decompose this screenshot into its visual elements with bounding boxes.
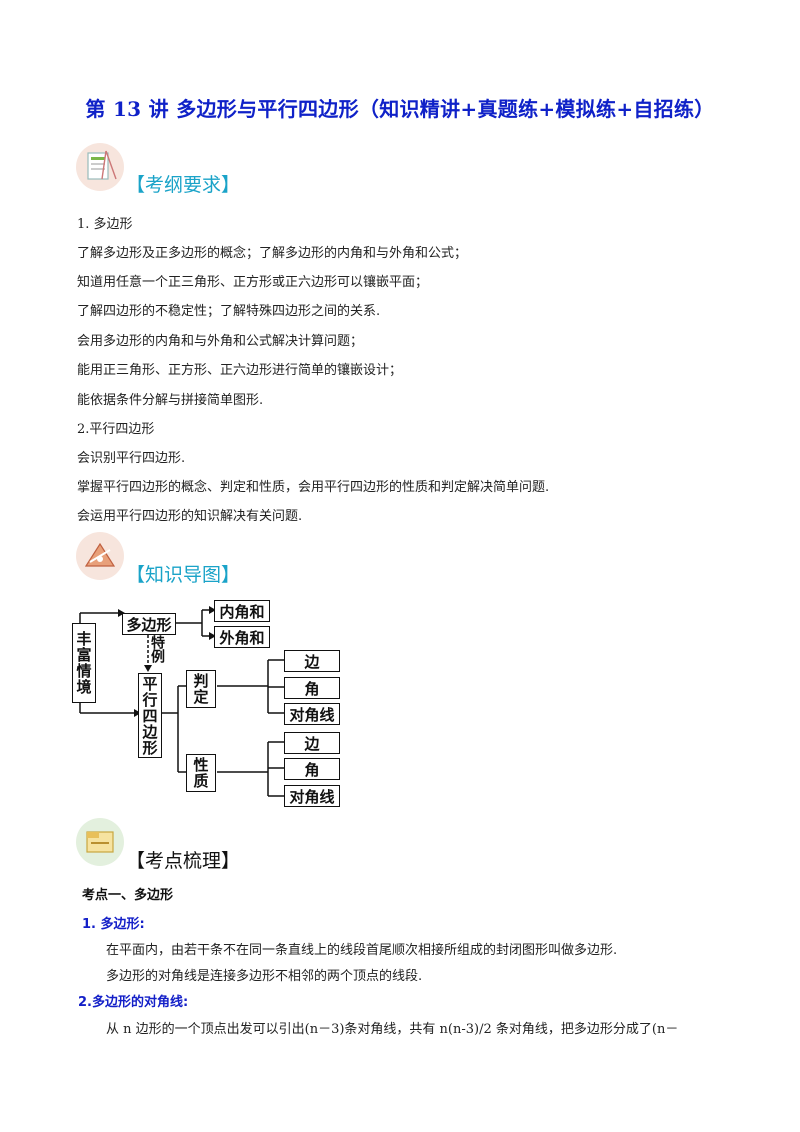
syllabus-line: 会识别平行四边形. [77, 451, 186, 466]
polygon-diagonals-text: 从 n 边形的一个顶点出发可以引出(n－3)条对角线，共有 n(n-3)/2 条… [106, 1022, 679, 1037]
mindmap-property: 性质 [186, 754, 216, 792]
mindmap-property-angle: 角 [284, 758, 340, 780]
polygon-diagonals-heading: 2.多边形的对角线: [78, 995, 189, 1010]
section-heading-knowledge-map: 【知识导图】 [126, 564, 241, 586]
syllabus-line: 1. 多边形 [77, 217, 133, 232]
mindmap-root: 丰富情境 [72, 623, 96, 703]
mindmap-polygon: 多边形 [122, 613, 176, 635]
polygon-definition-heading: 1. 多边形: [82, 917, 145, 932]
mindmap-property-diagonal: 对角线 [284, 785, 340, 807]
page-title: 第 13 讲 多边形与平行四边形（知识精讲+真题练+模拟练+自招练） [85, 97, 715, 121]
syllabus-line: 知道用任意一个正三角形、正方形或正六边形可以镶嵌平面； [77, 275, 429, 290]
mindmap-special-case-label: 特例 [149, 635, 165, 663]
syllabus-line: 2.平行四边形 [77, 422, 155, 437]
exam-point-1-heading: 考点一、多边形 [82, 888, 174, 903]
syllabus-line: 会运用平行四边形的知识解决有关问题. [77, 509, 303, 524]
mindmap-judge-angle: 角 [284, 677, 340, 699]
syllabus-line: 了解多边形及正多边形的概念；了解多边形的内角和与外角和公式； [77, 246, 468, 261]
mindmap-property-edge: 边 [284, 732, 340, 754]
syllabus-line: 能用正三角形、正方形、正六边形进行简单的镶嵌设计； [77, 363, 403, 378]
mindmap-judge-edge: 边 [284, 650, 340, 672]
mindmap-judgement: 判定 [186, 670, 216, 708]
mindmap-judge-diagonal: 对角线 [284, 703, 340, 725]
mindmap-connectors [79, 606, 284, 797]
exam-points-icon [76, 818, 124, 866]
section-heading-exam-points: 【考点梳理】 [126, 850, 241, 872]
mindmap-exterior-angle-sum: 外角和 [214, 626, 270, 648]
section-heading-syllabus: 【考纲要求】 [126, 174, 241, 196]
mindmap-parallelogram: 平行四边形 [138, 673, 162, 758]
syllabus-line: 能依据条件分解与拼接简单图形. [77, 393, 264, 408]
syllabus-line: 了解四边形的不稳定性；了解特殊四边形之间的关系. [77, 304, 381, 319]
knowledge-mindmap: 丰富情境 多边形 内角和 外角和 特例 平行四边形 判定 性质 边 角 对角线 … [72, 598, 352, 813]
syllabus-icon [76, 143, 124, 191]
polygon-diagonal-definition-text: 多边形的对角线是连接多边形不相邻的两个顶点的线段. [106, 969, 423, 984]
polygon-definition-text: 在平面内，由若干条不在同一条直线上的线段首尾顺次相接所组成的封闭图形叫做多边形. [106, 943, 618, 958]
syllabus-line: 会用多边形的内角和与外角和公式解决计算问题； [77, 334, 364, 349]
knowledge-map-icon [76, 532, 124, 580]
syllabus-line: 掌握平行四边形的概念、判定和性质，会用平行四边形的性质和判定解决简单问题. [77, 480, 550, 495]
mindmap-interior-angle-sum: 内角和 [214, 600, 270, 622]
